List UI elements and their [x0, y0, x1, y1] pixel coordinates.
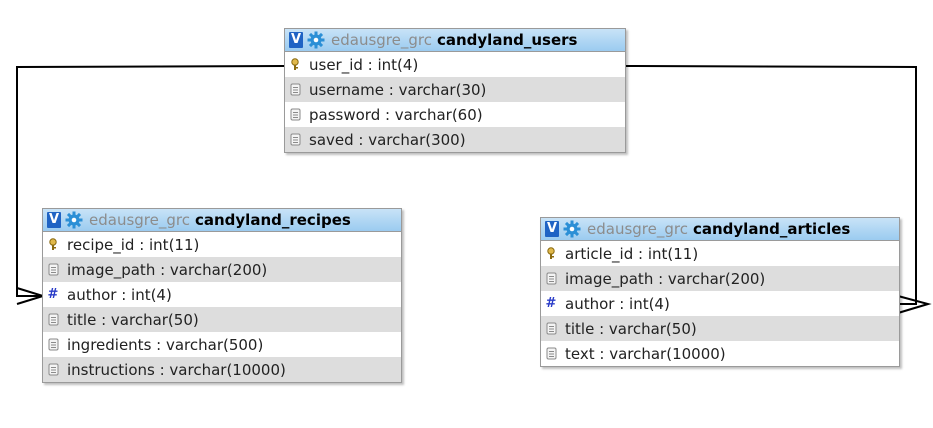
column-label: title : varchar(50)	[565, 319, 697, 338]
numeric-icon: #	[47, 287, 59, 302]
column-label: password : varchar(60)	[309, 105, 483, 124]
field-icon	[289, 133, 301, 147]
gear-icon[interactable]	[65, 211, 83, 229]
column-label: author : int(4)	[565, 294, 670, 313]
gear-icon[interactable]	[563, 220, 581, 238]
key-icon	[545, 247, 557, 261]
field-icon	[47, 363, 59, 377]
column-row[interactable]: image_path : varchar(200)	[43, 257, 401, 282]
database-name: edausgre_grc	[587, 220, 688, 238]
crowfoot-articles	[897, 295, 932, 314]
numeric-icon: #	[545, 296, 557, 311]
column-row[interactable]: user_id : int(4)	[285, 52, 625, 77]
column-row[interactable]: article_id : int(11)	[541, 241, 899, 266]
field-icon	[47, 263, 59, 277]
gear-icon[interactable]	[307, 31, 325, 49]
collapse-v-icon[interactable]: V	[545, 221, 559, 237]
column-row[interactable]: title : varchar(50)	[541, 316, 899, 341]
column-row[interactable]: instructions : varchar(10000)	[43, 357, 401, 382]
column-row[interactable]: image_path : varchar(200)	[541, 266, 899, 291]
table-name[interactable]: candyland_users	[436, 31, 578, 49]
column-label: ingredients : varchar(500)	[67, 335, 264, 354]
column-label: text : varchar(10000)	[565, 344, 726, 363]
table-name[interactable]: candyland_articles	[692, 220, 851, 238]
column-row[interactable]: username : varchar(30)	[285, 77, 625, 102]
field-icon	[47, 338, 59, 352]
field-icon	[545, 347, 557, 361]
column-row[interactable]: recipe_id : int(11)	[43, 232, 401, 257]
field-icon	[545, 322, 557, 336]
field-icon	[545, 272, 557, 286]
column-label: recipe_id : int(11)	[67, 235, 200, 254]
column-row[interactable]: ingredients : varchar(500)	[43, 332, 401, 357]
column-row[interactable]: password : varchar(60)	[285, 102, 625, 127]
column-row[interactable]: title : varchar(50)	[43, 307, 401, 332]
collapse-v-icon[interactable]: V	[47, 212, 61, 228]
column-row[interactable]: # author : int(4)	[541, 291, 899, 316]
field-icon	[47, 313, 59, 327]
column-row[interactable]: saved : varchar(300)	[285, 127, 625, 152]
key-icon	[47, 238, 59, 252]
collapse-v-icon[interactable]: V	[289, 32, 303, 48]
column-row[interactable]: text : varchar(10000)	[541, 341, 899, 366]
key-icon	[289, 58, 301, 72]
column-label: username : varchar(30)	[309, 80, 487, 99]
column-label: article_id : int(11)	[565, 244, 699, 263]
field-icon	[289, 83, 301, 97]
column-label: instructions : varchar(10000)	[67, 360, 286, 379]
column-label: image_path : varchar(200)	[67, 260, 268, 279]
relation-line-recipes-users	[16, 65, 286, 297]
column-label: user_id : int(4)	[309, 55, 419, 74]
database-name: edausgre_grc	[89, 211, 190, 229]
column-label: saved : varchar(300)	[309, 130, 466, 149]
column-label: image_path : varchar(200)	[565, 269, 766, 288]
column-label: title : varchar(50)	[67, 310, 199, 329]
column-label: author : int(4)	[67, 285, 172, 304]
field-icon	[289, 108, 301, 122]
database-name: edausgre_grc	[331, 31, 432, 49]
column-row[interactable]: # author : int(4)	[43, 282, 401, 307]
relation-line-articles-users	[623, 65, 917, 305]
table-name[interactable]: candyland_recipes	[194, 211, 351, 229]
